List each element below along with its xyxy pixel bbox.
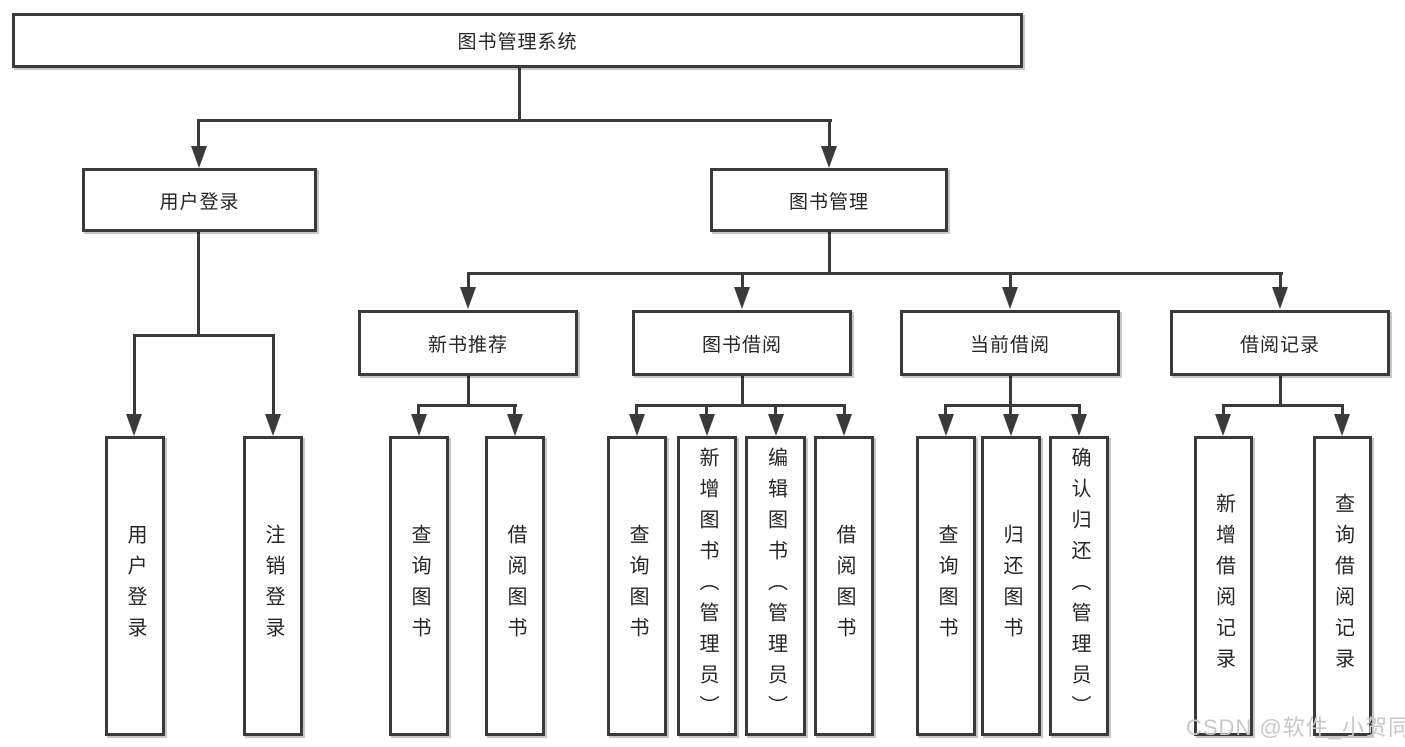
node-nb-query-book: 查询图书 xyxy=(389,436,449,736)
node-book-management-label: 图书管理 xyxy=(788,191,869,213)
connector-stub-cb-query xyxy=(944,404,947,416)
connector-userlogin-bus xyxy=(133,334,275,337)
arrowhead-br-add xyxy=(1215,414,1231,436)
arrowhead-book-management xyxy=(821,146,837,168)
node-bb-query-book-label: 查询图书 xyxy=(626,524,648,648)
connector-borrowrecords-drop xyxy=(1279,376,1282,406)
connector-borrowrecords-bus xyxy=(1222,404,1344,407)
arrowhead-user-login xyxy=(126,414,142,436)
arrowhead-book-borrow xyxy=(734,287,750,309)
arrowhead-new-book xyxy=(460,287,476,309)
node-book-borrow: 图书借阅 xyxy=(632,310,852,376)
node-logout: 注销登录 xyxy=(243,436,303,736)
node-book-management: 图书管理 xyxy=(710,168,948,232)
arrowhead-current-borrow xyxy=(1002,287,1018,309)
node-bb-add-book-label: 新增图书（管理员） xyxy=(696,446,718,726)
node-bb-add-book: 新增图书（管理员） xyxy=(677,436,737,736)
connector-stub-br-query xyxy=(1341,404,1344,416)
connector-newbook-drop xyxy=(467,376,470,406)
arrowhead-logout xyxy=(265,414,281,436)
arrowhead-bb-query xyxy=(629,414,645,436)
arrowhead-cb-query xyxy=(938,414,954,436)
connector-stub-user-login xyxy=(133,334,136,416)
arrowhead-bb-borrow xyxy=(836,414,852,436)
connector-bookborrow-drop xyxy=(741,376,744,406)
connector-root-drop xyxy=(518,68,521,122)
node-br-query-record: 查询借阅记录 xyxy=(1313,436,1372,736)
arrowhead-borrow-records xyxy=(1272,287,1288,309)
node-cb-query-book-label: 查询图书 xyxy=(935,524,957,648)
connector-stub-nb-query xyxy=(417,404,420,416)
node-logout-label: 注销登录 xyxy=(262,524,284,648)
node-br-add-record-label: 新增借阅记录 xyxy=(1212,493,1235,679)
node-nb-borrow-book: 借阅图书 xyxy=(485,436,545,736)
node-cb-return-book: 归还图书 xyxy=(981,436,1041,736)
node-borrow-records: 借阅记录 xyxy=(1170,310,1390,376)
node-user-login-group-label: 用户登录 xyxy=(159,191,240,213)
node-user-login-label: 用户登录 xyxy=(124,524,146,648)
connector-stub-bb-edit xyxy=(774,404,777,416)
connector-stub-book-borrow xyxy=(741,272,744,290)
connector-stub-cb-return xyxy=(1009,404,1012,416)
connector-stub-new-book xyxy=(467,272,470,290)
node-nb-query-book-label: 查询图书 xyxy=(408,524,430,648)
connector-level2-bus xyxy=(197,119,832,122)
node-bb-borrow-book-label: 借阅图书 xyxy=(833,524,855,648)
node-cb-confirm-return-label: 确认归还（管理员） xyxy=(1068,446,1090,726)
arrowhead-cb-return xyxy=(1003,414,1019,436)
node-current-borrow: 当前借阅 xyxy=(900,310,1120,376)
connector-stub-logout xyxy=(272,334,275,416)
connector-stub-user-login-group xyxy=(197,119,200,149)
node-user-login-group: 用户登录 xyxy=(82,168,317,232)
connector-bookmgmt-drop xyxy=(828,232,831,274)
node-cb-return-book-label: 归还图书 xyxy=(1000,524,1022,648)
arrowhead-br-query xyxy=(1334,414,1350,436)
arrowhead-user-login-group xyxy=(191,146,207,168)
node-cb-query-book: 查询图书 xyxy=(916,436,976,736)
node-br-add-record: 新增借阅记录 xyxy=(1194,436,1253,736)
node-borrow-records-label: 借阅记录 xyxy=(1239,334,1320,356)
node-bb-borrow-book: 借阅图书 xyxy=(814,436,874,736)
arrowhead-nb-borrow xyxy=(507,414,523,436)
connector-currentborrow-drop xyxy=(1009,376,1012,406)
connector-stub-nb-borrow xyxy=(513,404,516,416)
connector-stub-br-add xyxy=(1222,404,1225,416)
node-new-book-recommend: 新书推荐 xyxy=(358,310,578,376)
connector-userlogin-drop xyxy=(197,232,200,337)
connector-stub-current-borrow xyxy=(1009,272,1012,290)
node-user-login: 用户登录 xyxy=(105,436,165,736)
node-bb-edit-book: 编辑图书（管理员） xyxy=(745,436,806,736)
arrowhead-cb-confirm xyxy=(1071,414,1087,436)
connector-stub-cb-confirm xyxy=(1078,404,1081,416)
arrowhead-nb-query xyxy=(411,414,427,436)
connector-level3-bus xyxy=(467,272,1283,275)
arrowhead-bb-add xyxy=(699,414,715,436)
node-current-borrow-label: 当前借阅 xyxy=(969,334,1050,356)
arrowhead-bb-edit xyxy=(768,414,784,436)
csdn-watermark: CSDN @软件_小贺同学 xyxy=(1186,715,1405,740)
node-br-query-record-label: 查询借阅记录 xyxy=(1331,493,1354,679)
node-cb-confirm-return: 确认归还（管理员） xyxy=(1049,436,1109,736)
node-bb-query-book: 查询图书 xyxy=(607,436,667,736)
node-root: 图书管理系统 xyxy=(12,13,1023,68)
node-bb-edit-book-label: 编辑图书（管理员） xyxy=(764,446,787,726)
node-nb-borrow-book-label: 借阅图书 xyxy=(504,524,526,648)
node-root-label: 图书管理系统 xyxy=(457,32,578,53)
node-new-book-recommend-label: 新书推荐 xyxy=(427,334,508,356)
connector-stub-book-management xyxy=(828,119,831,149)
connector-newbook-bus xyxy=(417,404,517,407)
connector-stub-bb-borrow xyxy=(843,404,846,416)
connector-stub-bb-add xyxy=(705,404,708,416)
node-book-borrow-label: 图书借阅 xyxy=(701,334,782,356)
connector-bookborrow-bus xyxy=(635,404,846,407)
connector-stub-bb-query xyxy=(635,404,638,416)
connector-currentborrow-bus xyxy=(944,404,1081,407)
connector-stub-borrow-records xyxy=(1279,272,1282,290)
